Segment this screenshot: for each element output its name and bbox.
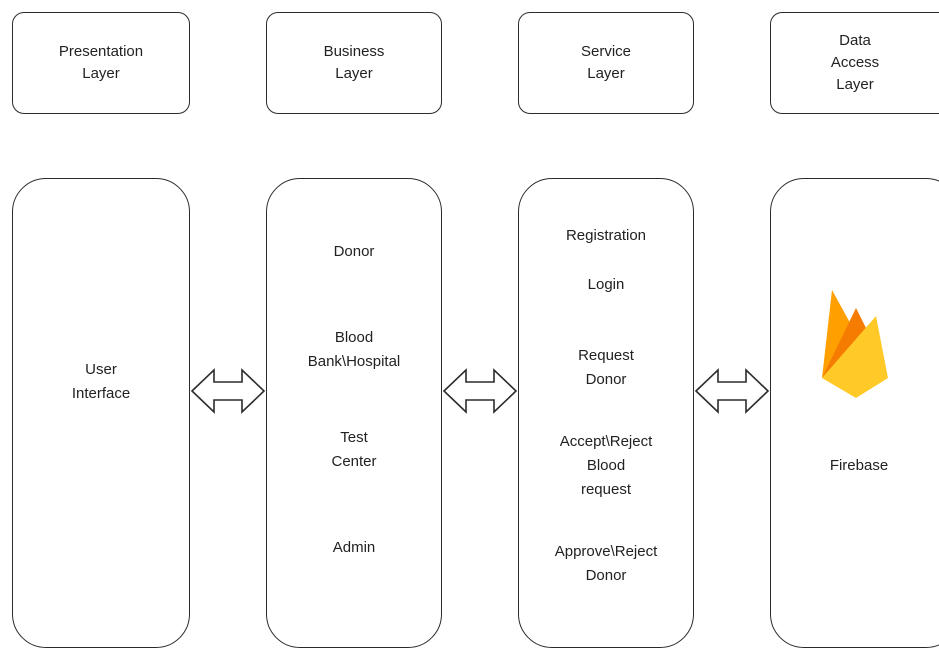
label-line: Center [331, 453, 377, 470]
layer-title-line: Service [580, 43, 632, 60]
label-line: User [85, 361, 117, 378]
layer-title-line: Access [830, 54, 880, 71]
presentation-layer-box: Presentation Layer [12, 12, 190, 114]
label-line: Approve\Reject [554, 543, 658, 560]
layer-title-line: Business [323, 43, 385, 60]
layer-title-line: Data [839, 32, 871, 49]
registration-label: Registration [565, 227, 647, 244]
data-access-layer-box: Data Access Layer [770, 12, 939, 114]
blood-bank-hospital-label: Blood Bank\Hospital [266, 326, 442, 374]
business-layer-box: Business Layer [266, 12, 442, 114]
double-arrow-icon [694, 368, 770, 414]
business-column [266, 178, 442, 648]
accept-reject-blood-request-label: Accept\Reject Blood request [518, 430, 694, 502]
label-line: Test [340, 429, 368, 446]
data-access-column [770, 178, 939, 648]
service-layer-box: Service Layer [518, 12, 694, 114]
label-line: Interface [71, 385, 131, 402]
label-line: Donor [585, 371, 627, 388]
label-line: Donor [585, 567, 627, 584]
user-interface-label: User Interface [12, 358, 190, 406]
login-label: Login [587, 276, 625, 293]
label-line: Bank\Hospital [307, 353, 401, 370]
approve-reject-donor-label: Approve\Reject Donor [518, 540, 694, 588]
admin-label: Admin [332, 539, 376, 556]
double-arrow-icon [190, 368, 266, 414]
test-center-label: Test Center [266, 426, 442, 474]
presentation-column [12, 178, 190, 648]
label-line: Blood [334, 329, 374, 346]
layer-title-line: Layer [82, 65, 120, 82]
label-line: Blood [586, 457, 626, 474]
double-arrow-icon [442, 368, 518, 414]
layer-title-line: Layer [836, 76, 874, 93]
label-line: request [580, 481, 632, 498]
firebase-logo-icon [822, 290, 888, 398]
firebase-label: Firebase [829, 457, 889, 474]
request-donor-label: Request Donor [518, 344, 694, 392]
label-line: Accept\Reject [559, 433, 653, 450]
layer-title-line: Layer [335, 65, 373, 82]
layer-title-line: Layer [587, 65, 625, 82]
service-column [518, 178, 694, 648]
donor-label: Donor [333, 243, 375, 260]
layer-title-line: Presentation [58, 43, 144, 60]
label-line: Request [578, 347, 634, 364]
